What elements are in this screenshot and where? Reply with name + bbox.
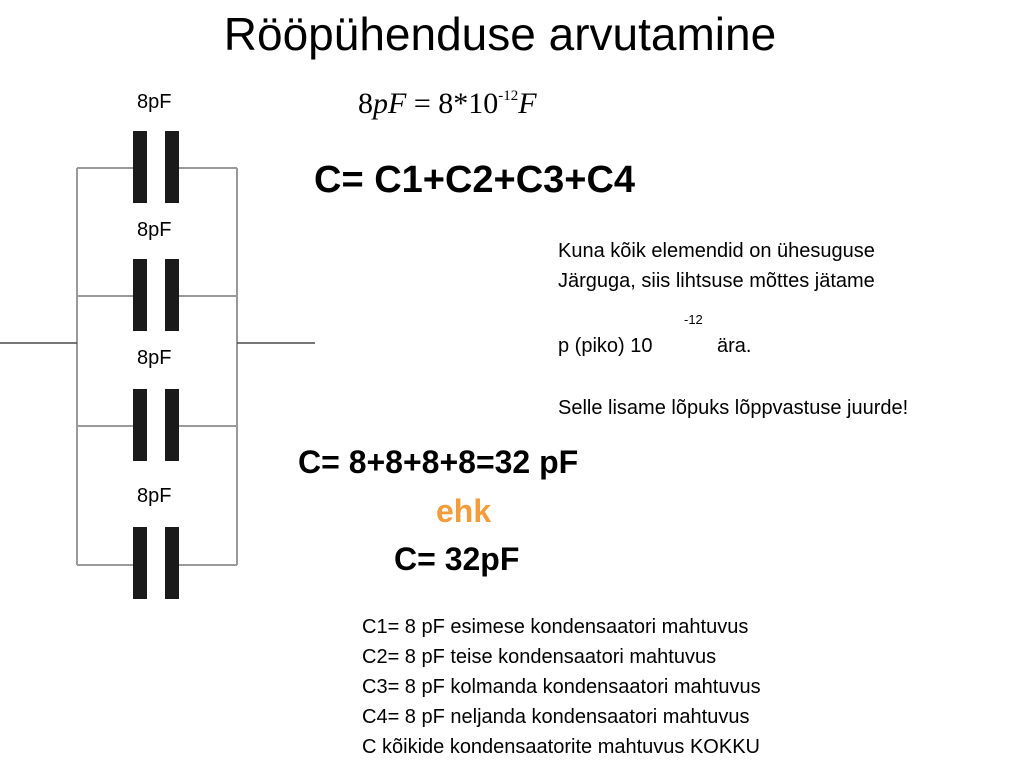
note-line-1: Kuna kõik elemendid on ühesuguse — [558, 240, 875, 262]
note-line-4: Selle lisame lõpuks lõppvastuse juurde! — [558, 397, 909, 419]
capacitor-1-plate-right — [165, 131, 179, 203]
capacitor-3-plate-right — [165, 389, 179, 461]
capacitor-2-label: 8pF — [137, 219, 172, 241]
formula-exponent: -12 — [498, 88, 519, 104]
capacitor-3-plate-left — [133, 389, 147, 461]
definition-c2: C2= 8 pF teise kondensaatori mahtuvus — [362, 646, 717, 668]
capacitor-3-label: 8pF — [137, 347, 172, 369]
formula-equals: = — [413, 87, 431, 120]
note-line-3-prefix: p (piko) 10 — [558, 335, 653, 357]
ehk-label: ehk — [436, 493, 492, 529]
definition-c-total: C kõikide kondensaatorite mahtuvus KOKKU — [362, 736, 760, 758]
formula-lhs-number: 8 — [358, 87, 373, 120]
capacitor-4-label: 8pF — [137, 485, 172, 507]
note-exponent: -12 — [684, 312, 703, 327]
formula-rhs-unit: F — [518, 87, 537, 120]
definition-c4: C4= 8 pF neljanda kondensaatori mahtuvus — [362, 706, 750, 728]
slide-title: Rööpühenduse arvutamine — [223, 8, 777, 60]
capacitor-2-plate-right — [165, 259, 179, 331]
final-result: C= 32pF — [394, 541, 520, 577]
capacitor-1 — [133, 131, 179, 203]
capacitor-3 — [133, 389, 179, 461]
parallel-circuit-diagram — [0, 131, 315, 599]
capacitor-1-label: 8pF — [137, 91, 172, 113]
capacitor-2-plate-left — [133, 259, 147, 331]
definition-c1: C1= 8 pF esimese kondensaatori mahtuvus — [362, 616, 749, 638]
note-line-3-suffix: ära. — [717, 335, 752, 357]
definition-c3: C3= 8 pF kolmanda kondensaatori mahtuvus — [362, 676, 761, 698]
unit-conversion-formula: 8pF = 8*10-12F — [358, 76, 537, 124]
capacitor-2 — [133, 259, 179, 331]
circuit-wires — [76, 167, 238, 566]
note-line-2: Järguga, siis lihtsuse mõttes jätame — [558, 270, 875, 292]
capacitor-4-plate-right — [165, 527, 179, 599]
capacitor-4-plate-left — [133, 527, 147, 599]
capacitor-4 — [133, 527, 179, 599]
sum-formula: C= C1+C2+C3+C4 — [314, 159, 636, 201]
result-line: C= 8+8+8+8=32 pF — [298, 444, 579, 480]
capacitor-1-plate-left — [133, 131, 147, 203]
formula-rhs: 8*10 — [438, 87, 499, 120]
formula-lhs-unit: pF — [373, 87, 407, 120]
